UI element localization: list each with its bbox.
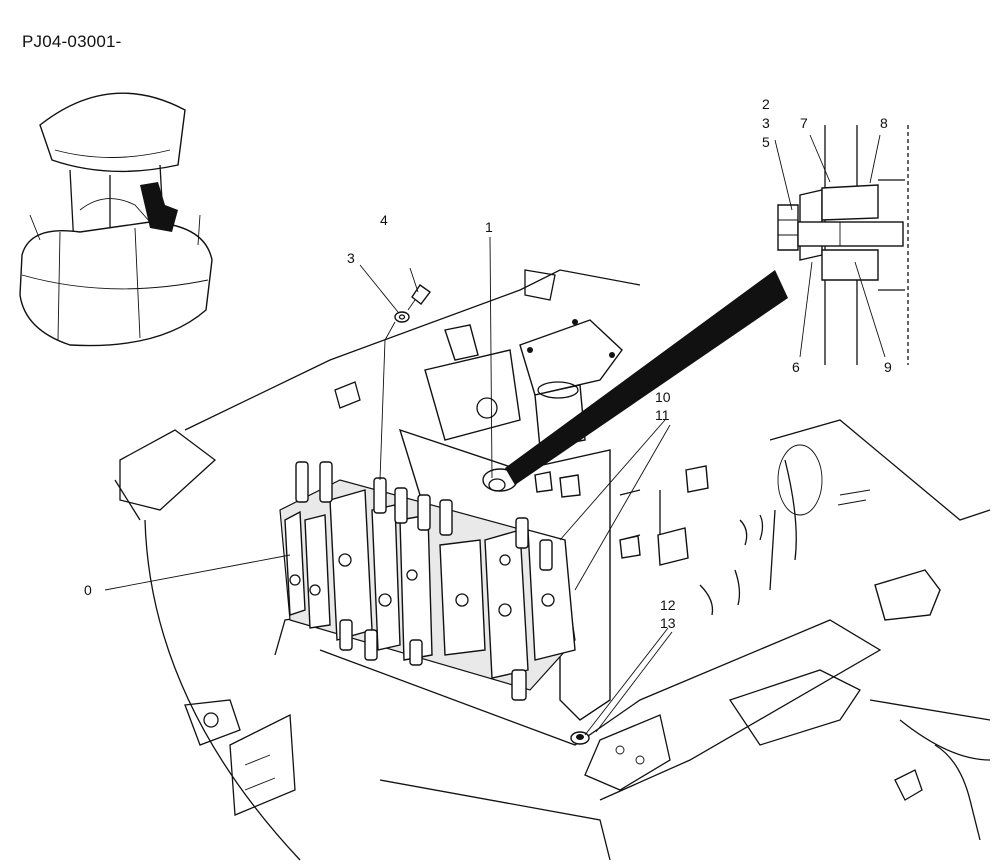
leader-lines bbox=[104, 134, 886, 736]
callout-1: 1 bbox=[485, 219, 493, 235]
callout-11: 11 bbox=[655, 407, 670, 423]
callout-10: 10 bbox=[655, 389, 671, 405]
callout-5: 5 bbox=[762, 134, 770, 150]
callout-12: 12 bbox=[660, 597, 676, 613]
control-valve bbox=[279, 461, 576, 701]
callout-8: 8 bbox=[880, 115, 888, 131]
callout-7: 7 bbox=[800, 115, 808, 131]
page-code: PJ04-03001- bbox=[22, 32, 122, 51]
callout-6: 6 bbox=[792, 359, 800, 375]
callout-2: 2 bbox=[762, 96, 770, 112]
machine-overview-thumbnail bbox=[19, 92, 213, 347]
detail-pointer bbox=[505, 270, 788, 485]
callout-3: 3 bbox=[347, 250, 355, 266]
callout-3-detail: 3 bbox=[762, 115, 770, 131]
callout-13: 13 bbox=[660, 615, 676, 631]
callout-4: 4 bbox=[380, 212, 388, 228]
upper-frame bbox=[114, 269, 991, 861]
callout-9: 9 bbox=[884, 359, 892, 375]
mounting-bolt-12-13 bbox=[570, 731, 590, 745]
bolt-and-washer bbox=[394, 284, 431, 323]
callout-0: 0 bbox=[84, 582, 92, 598]
detail-inset bbox=[777, 125, 909, 365]
